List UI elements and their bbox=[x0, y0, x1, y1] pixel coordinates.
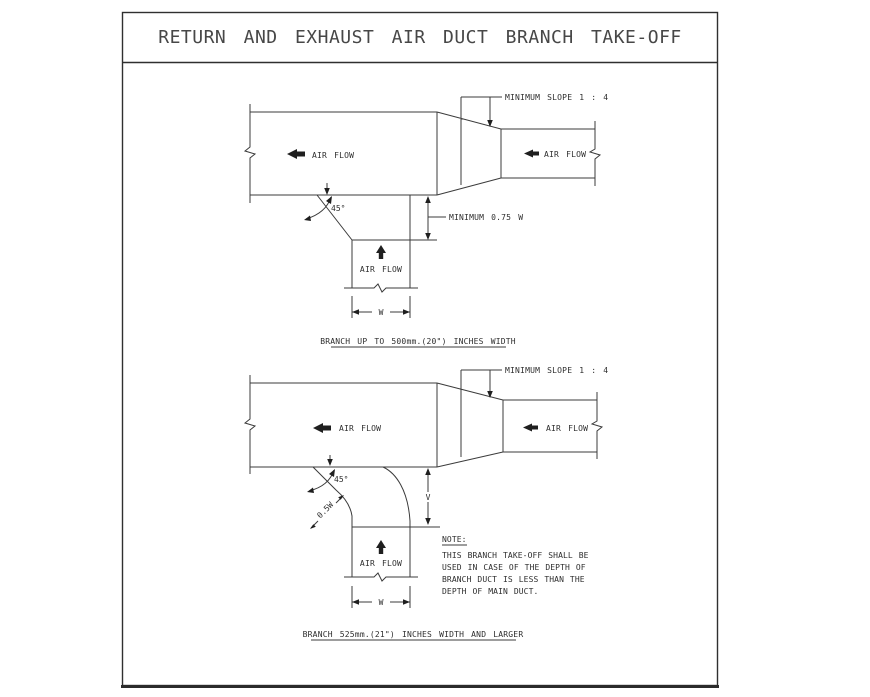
figure2-depth-label: V bbox=[426, 493, 431, 502]
figure1-airflow-right-label: AIR FLOW bbox=[544, 150, 586, 159]
figure2-airflow-main-label: AIR FLOW bbox=[339, 424, 381, 433]
note-heading: NOTE: bbox=[442, 535, 467, 544]
figure2-dimension-arrowheads bbox=[307, 391, 493, 605]
figure1-airflow-branch-label: AIR FLOW bbox=[360, 265, 402, 274]
figure1-min-depth-label: MINIMUM 0.75 W bbox=[449, 213, 523, 222]
figure1-airflow-arrow-branch bbox=[376, 245, 386, 259]
figure2-airflow-branch-label: AIR FLOW bbox=[360, 559, 402, 568]
page-title: RETURN AND EXHAUST AIR DUCT BRANCH TAKE-… bbox=[158, 27, 682, 48]
figure2-airflow-arrow-right bbox=[523, 423, 538, 432]
sheet-border bbox=[121, 11, 719, 687]
figure2-caption: BRANCH 525mm.(21") INCHES WIDTH AND LARG… bbox=[303, 630, 524, 639]
figure1-airflow-arrow-main bbox=[287, 149, 305, 159]
figure1-airflow-arrow-right bbox=[524, 149, 539, 158]
figure1-width-label: W bbox=[379, 308, 384, 317]
figure2-airflow-right-label: AIR FLOW bbox=[546, 424, 588, 433]
note-line: THIS BRANCH TAKE-OFF SHALL BE bbox=[442, 551, 589, 560]
figure2-duct-lines bbox=[243, 369, 604, 641]
figure2-width-label: W bbox=[379, 598, 384, 607]
figure2-branch-525mm-and-larger: MINIMUM SLOPE 1 : 4 AIR FLOW AIR FLOW 45… bbox=[243, 366, 608, 641]
figure1-slope-label: MINIMUM SLOPE 1 : 4 bbox=[505, 93, 608, 102]
figure2-airflow-arrow-main bbox=[313, 423, 331, 433]
figure2-slope-label: MINIMUM SLOPE 1 : 4 bbox=[505, 366, 608, 375]
figure2-inner-radius-label: 0.5W bbox=[315, 500, 335, 520]
figure1-branch-up-to-500mm: MINIMUM SLOPE 1 : 4 AIR FLOW AIR FLOW 45… bbox=[243, 93, 608, 348]
figure1-caption: BRANCH UP TO 500mm.(20") INCHES WIDTH bbox=[320, 337, 516, 346]
figure1-airflow-main-label: AIR FLOW bbox=[312, 151, 354, 160]
figure1-angle-label: 45° bbox=[331, 204, 345, 213]
figure2-angle-label: 45° bbox=[334, 475, 348, 484]
figure2-note-block: NOTE: THIS BRANCH TAKE-OFF SHALL BE USED… bbox=[442, 535, 589, 596]
figure2-airflow-arrow-branch bbox=[376, 540, 386, 554]
figure1-duct-lines bbox=[243, 96, 602, 348]
note-line: BRANCH DUCT IS LESS THAN THE bbox=[442, 575, 585, 584]
note-line: USED IN CASE OF THE DEPTH OF bbox=[442, 563, 586, 572]
sheet-frame: RETURN AND EXHAUST AIR DUCT BRANCH TAKE-… bbox=[121, 11, 719, 688]
note-line: DEPTH OF MAIN DUCT. bbox=[442, 587, 538, 596]
